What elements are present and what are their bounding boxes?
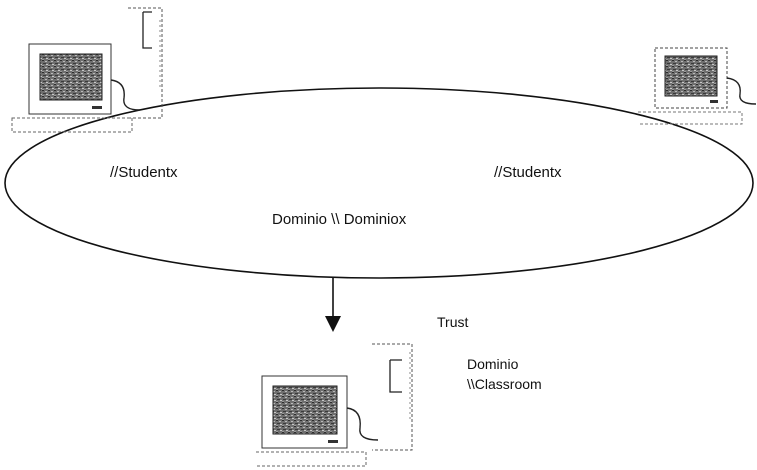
classroom-domain-label: Dominio [467, 356, 519, 372]
tower-icon [372, 343, 413, 451]
computer-icon [256, 375, 379, 467]
computer-icon [11, 43, 141, 133]
domain-ellipse [4, 87, 754, 279]
classroom-domain-name: \\Classroom [467, 376, 542, 392]
workstation-classroom [256, 343, 413, 467]
host-label-left: //Studentx [110, 164, 178, 181]
workstation-top-left [11, 7, 163, 133]
domain-name-label: Dominio \\ Dominiox [272, 211, 407, 228]
trust-arrow [325, 278, 341, 332]
tower-icon [128, 7, 163, 119]
trust-label: Trust [437, 314, 469, 330]
computer-icon [638, 47, 757, 125]
host-label-right: //Studentx [494, 164, 562, 181]
workstation-top-right [638, 47, 757, 125]
